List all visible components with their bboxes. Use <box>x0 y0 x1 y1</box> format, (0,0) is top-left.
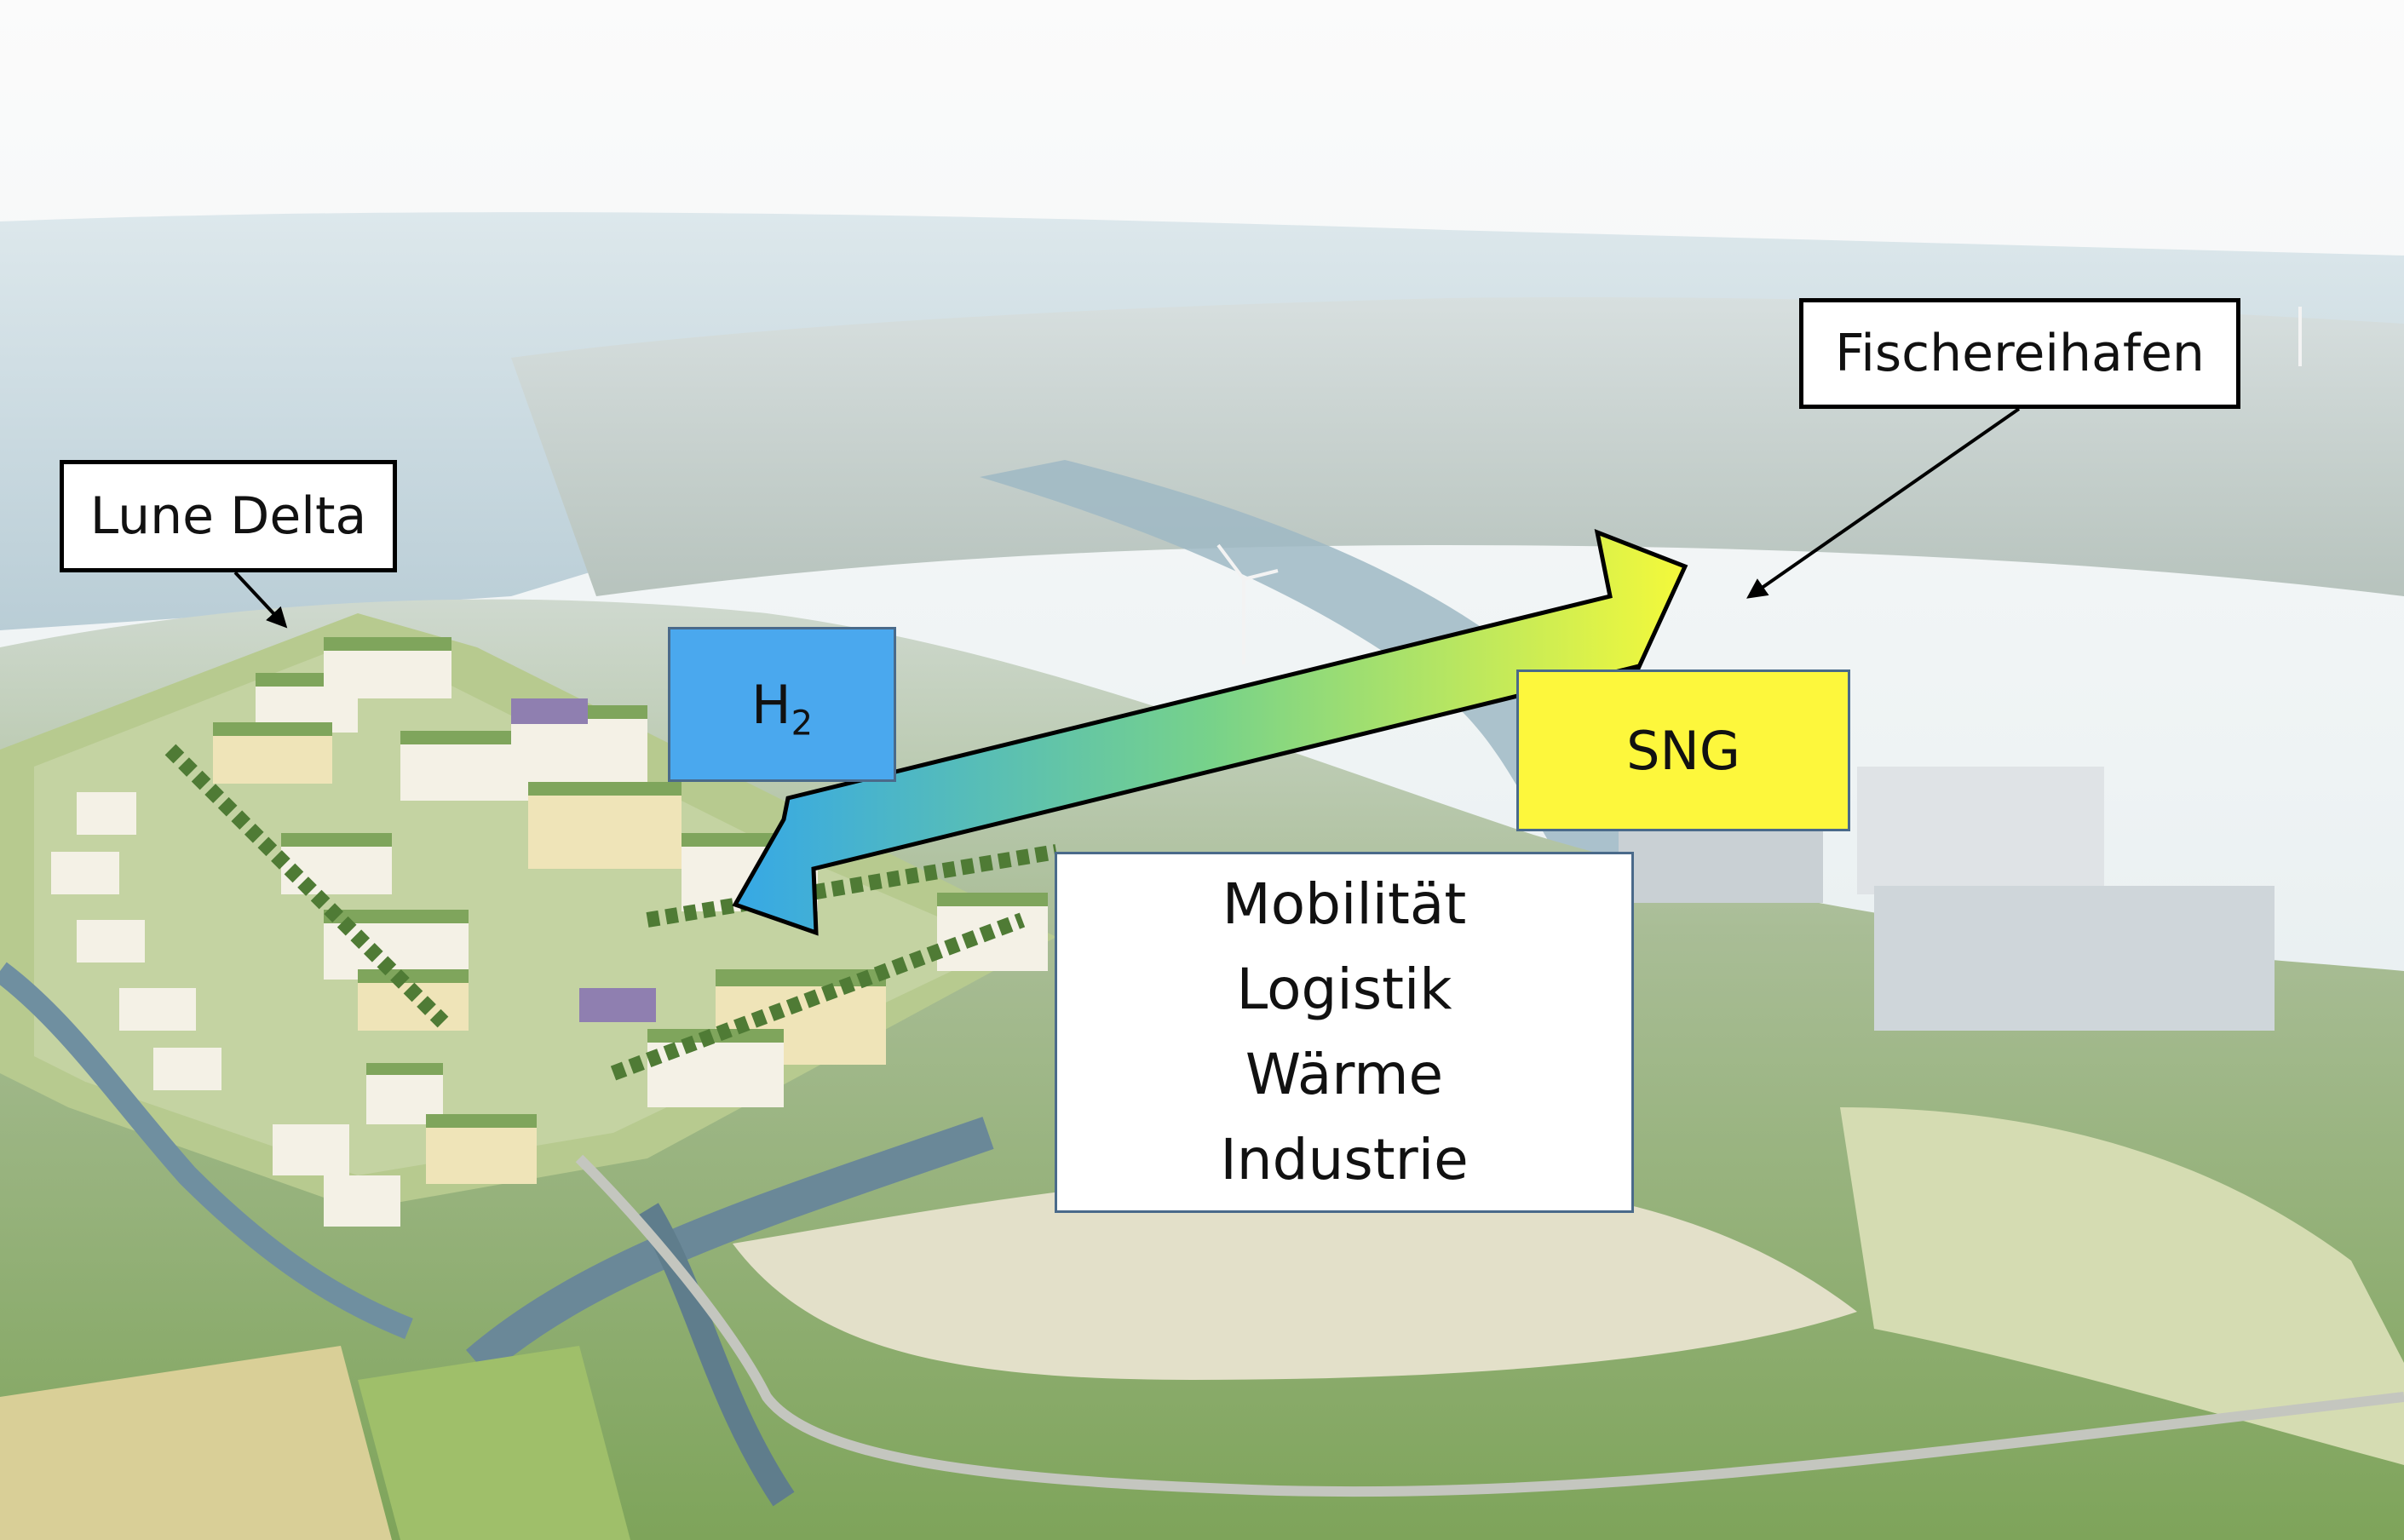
lune-delta-text: Lune Delta <box>89 486 367 546</box>
use-industry: Industrie <box>1220 1127 1469 1192</box>
use-logistics: Logistik <box>1236 957 1452 1022</box>
h2-subscript: 2 <box>791 703 814 743</box>
fischereihafen-text: Fischereihafen <box>1835 324 2205 383</box>
h2-box: H2 <box>668 627 896 782</box>
applications-box: Mobilität Logistik Wärme Industrie <box>1055 852 1634 1213</box>
use-heat: Wärme <box>1245 1042 1444 1107</box>
sng-box: SNG <box>1516 669 1850 831</box>
fischereihafen-pointer <box>1746 407 2021 599</box>
sng-label: SNG <box>1626 719 1740 782</box>
fischereihafen-label: Fischereihafen <box>1799 298 2240 409</box>
h2-label: H2 <box>751 673 813 740</box>
use-mobility: Mobilität <box>1222 871 1467 937</box>
lune-delta-label: Lune Delta <box>60 460 397 572</box>
transport-double-arrow <box>732 529 1688 936</box>
lune-delta-pointer <box>233 571 288 629</box>
h2-main-text: H <box>751 673 791 736</box>
